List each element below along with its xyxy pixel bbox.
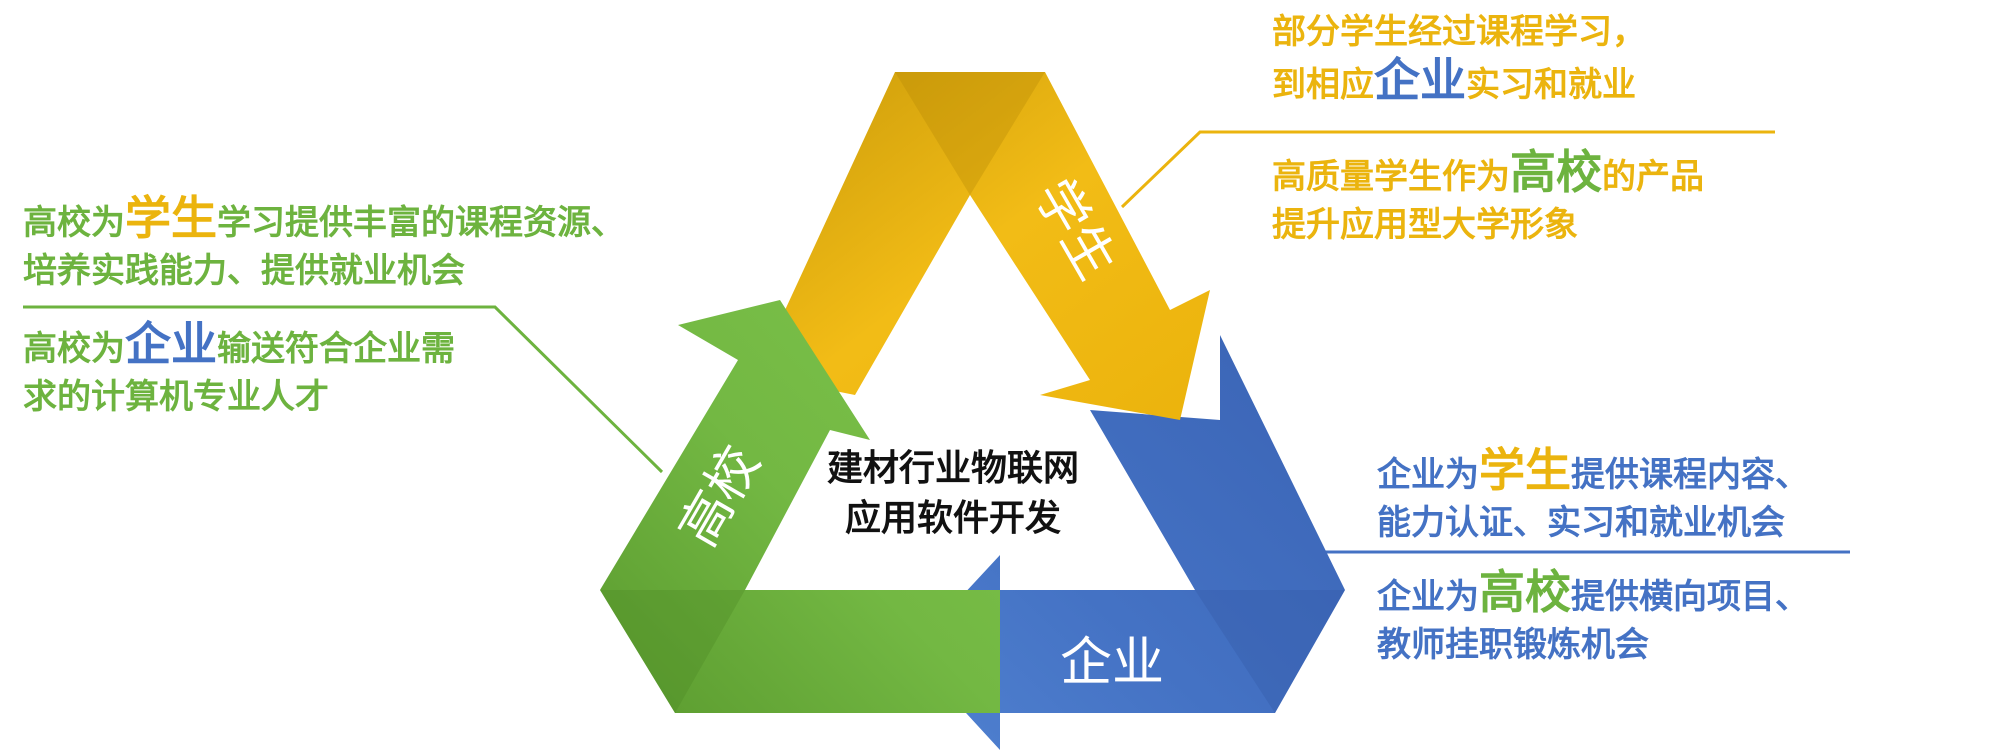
note-text: 学习提供丰富的课程资源、: [217, 203, 625, 243]
note-text: 实习和就业: [1466, 65, 1636, 105]
note-line: 到相应企业实习和就业: [1272, 56, 1646, 109]
highlight-student: 学生: [125, 191, 217, 245]
highlight-student: 学生: [1479, 443, 1571, 497]
connector-lines: [23, 130, 1850, 554]
center-title-line1: 建材行业物联网: [826, 448, 1079, 489]
note-line: 企业为学生提供课程内容、: [1377, 446, 1809, 499]
highlight-enterprise: 企业: [1374, 53, 1466, 107]
enterprise-label: 企业: [1060, 634, 1164, 692]
note-line: 提升应用型大学形象: [1272, 205, 1578, 245]
note-student-to-school: 高质量学生作为高校的产品 提升应用型大学形象: [1272, 148, 1704, 249]
note-line: 部分学生经过课程学习，: [1272, 12, 1646, 52]
note-text: 到相应: [1272, 65, 1374, 105]
connector-student: [1120, 130, 1775, 209]
highlight-enterprise: 企业: [125, 317, 217, 371]
note-text: 的产品: [1602, 157, 1704, 197]
note-text: 高校为: [23, 329, 125, 369]
note-line: 高质量学生作为高校的产品: [1272, 148, 1704, 201]
note-student-to-enterprise: 部分学生经过课程学习， 到相应企业实习和就业: [1272, 8, 1646, 109]
school-arrow: [600, 300, 1000, 713]
note-line: 培养实践能力、提供就业机会: [23, 251, 465, 291]
student-arrow: [755, 72, 1210, 420]
note-school-to-enterprise: 高校为企业输送符合企业需 求的计算机专业人才: [23, 320, 455, 421]
note-text: 输送符合企业需: [217, 329, 455, 369]
note-line: 高校为学生学习提供丰富的课程资源、: [23, 194, 625, 247]
highlight-school: 高校: [1510, 145, 1602, 199]
note-line: 能力认证、实习和就业机会: [1377, 503, 1785, 543]
center-title: 建材行业物联网 应用软件开发: [818, 444, 1088, 544]
center-title-line2: 应用软件开发: [844, 498, 1061, 539]
note-text: 提供横向项目、: [1571, 577, 1809, 617]
note-line: 企业为高校提供横向项目、: [1377, 568, 1809, 621]
note-line: 教师挂职锻炼机会: [1377, 625, 1649, 665]
note-text: 高质量学生作为: [1272, 157, 1510, 197]
note-enterprise-to-school: 企业为高校提供横向项目、 教师挂职锻炼机会: [1377, 568, 1809, 669]
note-text: 企业为: [1377, 455, 1479, 495]
note-line: 高校为企业输送符合企业需: [23, 320, 455, 373]
connector-school: [23, 305, 664, 474]
note-line: 求的计算机专业人才: [23, 377, 329, 417]
note-text: 提供课程内容、: [1571, 455, 1809, 495]
highlight-school: 高校: [1479, 565, 1571, 619]
note-school-to-student: 高校为学生学习提供丰富的课程资源、 培养实践能力、提供就业机会: [23, 194, 625, 295]
note-text: 企业为: [1377, 577, 1479, 617]
note-enterprise-to-student: 企业为学生提供课程内容、 能力认证、实习和就业机会: [1377, 446, 1809, 547]
note-text: 高校为: [23, 203, 125, 243]
enterprise-arrow: [910, 335, 1345, 750]
